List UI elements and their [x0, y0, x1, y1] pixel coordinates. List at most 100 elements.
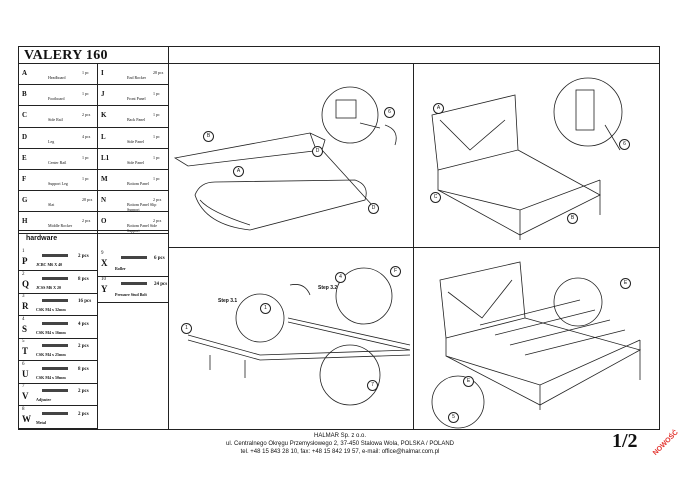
screw-icon — [42, 276, 68, 280]
callout-4: 4 — [335, 272, 346, 283]
hardware-qty: 24 pcs — [154, 282, 168, 287]
hardware-qty: 2 pcs — [78, 389, 89, 394]
part-qty: 1 pc — [153, 154, 160, 160]
footer-company: HALMAR Sp. z o.o. — [313, 433, 367, 439]
callout-C: C — [430, 192, 441, 203]
hardware-qty: 8 pcs — [78, 366, 89, 372]
callout-B-frame: B — [567, 213, 578, 224]
screw-icon — [121, 256, 147, 259]
instruction-sheet — [18, 46, 660, 430]
callout-B: B — [203, 131, 214, 142]
hardware-qty: 2 pcs — [78, 411, 89, 417]
part-letter: L1 — [101, 153, 110, 162]
part-name: Support Leg — [48, 181, 68, 186]
part-qty: 2 pcs — [153, 218, 162, 224]
hardware-number: 9 — [101, 251, 104, 256]
hardware-name: CSK M4 x 25mm — [36, 352, 66, 357]
part-letter: O — [101, 217, 107, 226]
screw-icon — [42, 254, 68, 257]
hardware-name: CSK M4 x 16mm — [36, 329, 66, 335]
hardware-number: 6 — [22, 361, 25, 367]
hardware-letter: S — [22, 323, 28, 334]
part-name: Side Panel — [127, 159, 144, 165]
hardware-number: 10 — [101, 277, 106, 282]
part-letter: K — [101, 111, 107, 120]
footer-contact: tel. +48 15 843 28 10, fax: +48 15 842 1… — [240, 449, 440, 455]
hardware-name: CSK M4 x 50mm — [36, 374, 66, 380]
part-qty: 1 pc — [82, 70, 89, 75]
hardware-divider — [18, 230, 168, 231]
part-letter: F — [22, 175, 27, 183]
callout-6: 6 — [384, 107, 395, 118]
part-qty: 1 pc — [82, 91, 89, 97]
callout-5: 5 — [448, 412, 459, 423]
part-letter: C — [22, 111, 28, 120]
part-letter: I — [101, 69, 104, 77]
hardware-qty: 4 pcs — [78, 321, 89, 327]
step4-diagram — [431, 261, 642, 429]
hardware-qty: 16 pcs — [78, 299, 92, 304]
hardware-letter: W — [22, 413, 31, 424]
part-qty: 1 pc — [82, 176, 89, 181]
part-name: Leg — [48, 138, 55, 144]
quadrant-v-divider — [413, 63, 414, 430]
part-letter: L — [101, 132, 106, 141]
step2-diagram — [431, 77, 623, 240]
hardware-col-divider — [97, 248, 98, 430]
hardware-letter: X — [101, 258, 108, 268]
page-number: 1/2 — [612, 430, 638, 452]
title-divider — [18, 63, 660, 64]
callout-6-frame: 6 — [619, 139, 630, 150]
callout-D-lower: D — [368, 203, 379, 214]
part-letter: J — [101, 90, 105, 99]
hardware-number: 2 — [22, 271, 25, 277]
part-qty: 1 pc — [153, 133, 160, 139]
part-qty: 1 pc — [153, 176, 160, 181]
hardware-heading: hardware — [26, 235, 58, 242]
hardware-letter: T — [22, 346, 29, 356]
part-name: Center Rail — [48, 159, 67, 165]
screw-icon — [42, 344, 68, 347]
callout-7: 7 — [367, 380, 378, 391]
hardware-name: CSK M4 x 32mm — [36, 307, 66, 312]
part-name: Bottom Panel Slip Support — [127, 202, 157, 213]
hardware-name: JCSS M6 X 20 — [36, 284, 62, 290]
part-name: Middle Rocker — [48, 223, 73, 229]
hardware-letter: R — [22, 301, 29, 311]
callout-E: E — [620, 278, 631, 289]
screw-icon — [42, 389, 68, 392]
part-letter: A — [22, 69, 28, 77]
hardware-qty: 8 pcs — [78, 276, 89, 282]
hardware-number: 7 — [22, 384, 25, 389]
step-3-2-label: Step 3.2 — [318, 285, 338, 291]
hardware-letter: Q — [22, 278, 30, 289]
part-name: Front Panel — [127, 96, 146, 102]
parts-mid-divider — [97, 63, 98, 248]
part-name: Slat — [48, 202, 55, 208]
part-qty: 1 pc — [153, 112, 160, 118]
screw-icon — [121, 282, 147, 285]
hardware-qty: 2 pcs — [78, 344, 89, 349]
hardware-name: JCBC M6 X 40 — [36, 262, 63, 267]
part-name: Bottom Panel Side Support — [127, 223, 157, 234]
